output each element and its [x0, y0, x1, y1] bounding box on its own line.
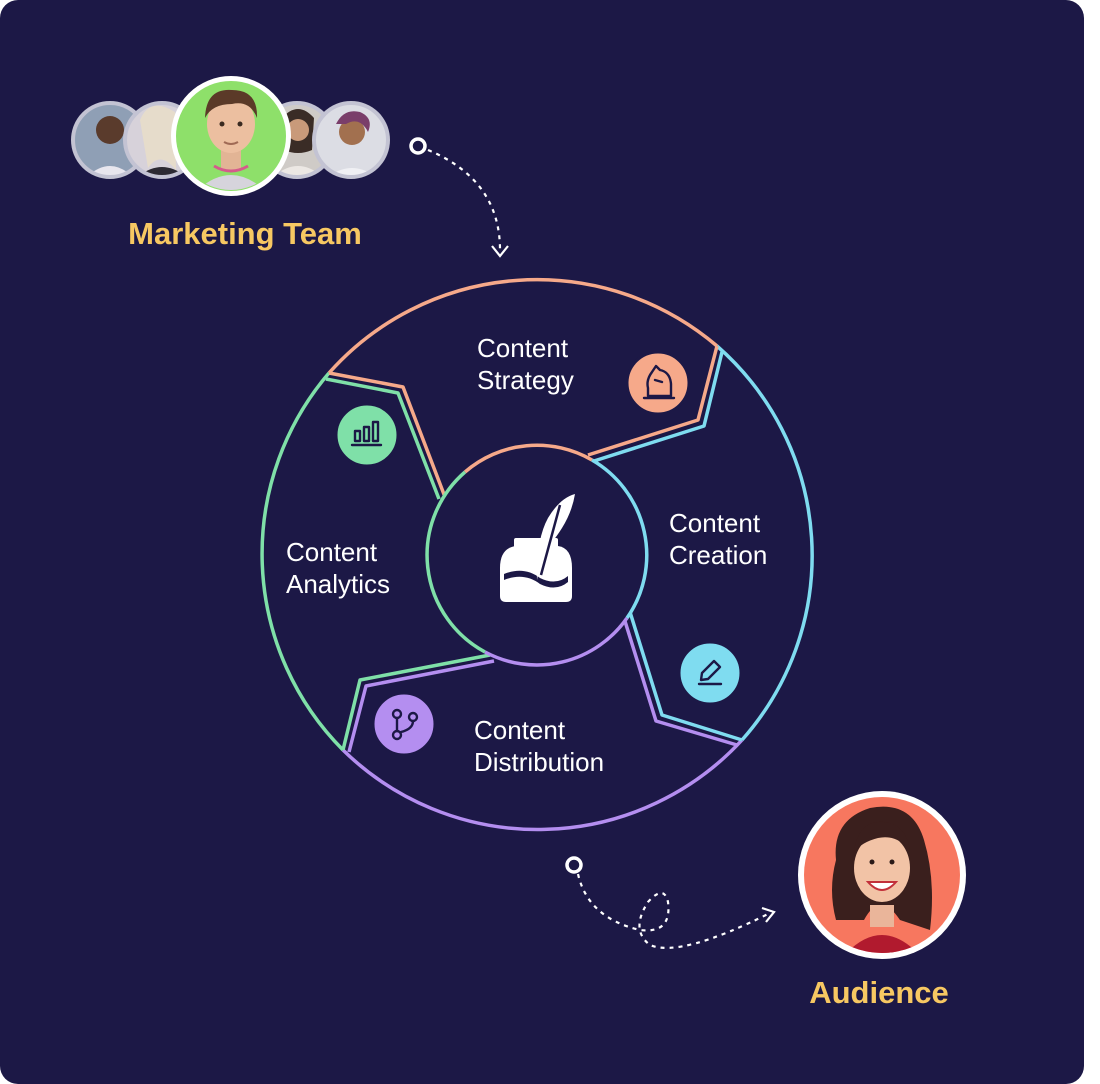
creation-arc — [715, 344, 814, 742]
team-avatars — [71, 76, 390, 196]
analytics-label-line2: Analytics — [286, 569, 390, 599]
content-cycle: Content Strategy Content Creation Conten… — [260, 277, 814, 832]
branch-icon — [391, 708, 419, 741]
quill-inkwell-icon — [500, 494, 575, 602]
pencil-icon — [697, 659, 723, 686]
audience-avatar — [798, 791, 966, 959]
distribution-arc — [341, 738, 744, 832]
strategy-label-line2: Strategy — [477, 365, 574, 395]
divider-strategy-creation — [587, 345, 724, 463]
creation-label-line2: Creation — [669, 540, 767, 570]
team-avatar-5 — [312, 101, 390, 179]
audience-flow-connector — [565, 856, 776, 949]
creation-badge — [677, 640, 743, 706]
bar-chart-icon — [350, 420, 383, 447]
team-label: Marketing Team — [128, 216, 362, 251]
strategy-label-line1: Content — [477, 333, 569, 363]
analytics-arc — [260, 371, 345, 752]
distribution-badge — [371, 691, 437, 757]
strategy-arc — [327, 277, 719, 375]
distribution-label-line2: Distribution — [474, 747, 604, 777]
audience-label: Audience — [809, 975, 949, 1010]
divider-distribution-analytics — [341, 653, 495, 753]
center-hub — [425, 443, 649, 667]
team-flow-connector — [409, 137, 509, 258]
distribution-label-line1: Content — [474, 715, 566, 745]
chess-knight-icon — [642, 364, 676, 400]
strategy-badge — [625, 350, 691, 416]
analytics-label-line1: Content — [286, 537, 378, 567]
creation-label-line1: Content — [669, 508, 761, 538]
analytics-badge — [334, 402, 400, 468]
team-avatar-lead — [171, 76, 291, 196]
divider-creation-distribution — [622, 611, 743, 747]
divider-analytics-strategy — [325, 371, 447, 500]
